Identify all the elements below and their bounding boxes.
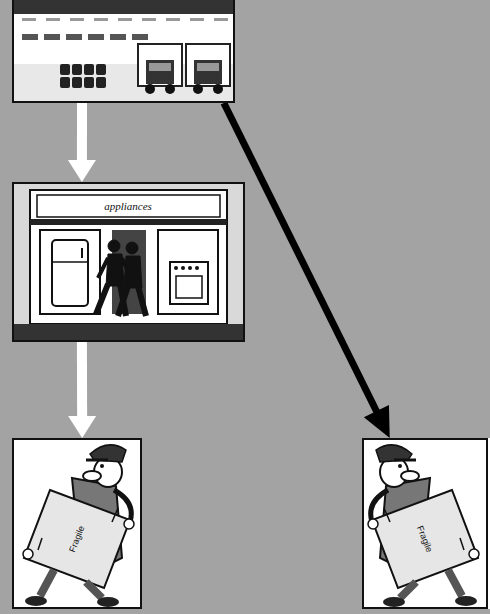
store-picture: appliances — [12, 182, 245, 342]
flow-arrow — [68, 103, 96, 182]
delivery-picture: Fragile — [362, 438, 488, 609]
delivery-picture: Fragile — [12, 438, 142, 609]
box-label: Fragile — [67, 523, 87, 554]
box-label: Fragile — [415, 523, 435, 554]
direct-arrow — [224, 103, 390, 438]
warehouse-picture — [12, 0, 235, 103]
store-sign: appliances — [102, 200, 154, 212]
flow-arrow — [68, 342, 96, 438]
